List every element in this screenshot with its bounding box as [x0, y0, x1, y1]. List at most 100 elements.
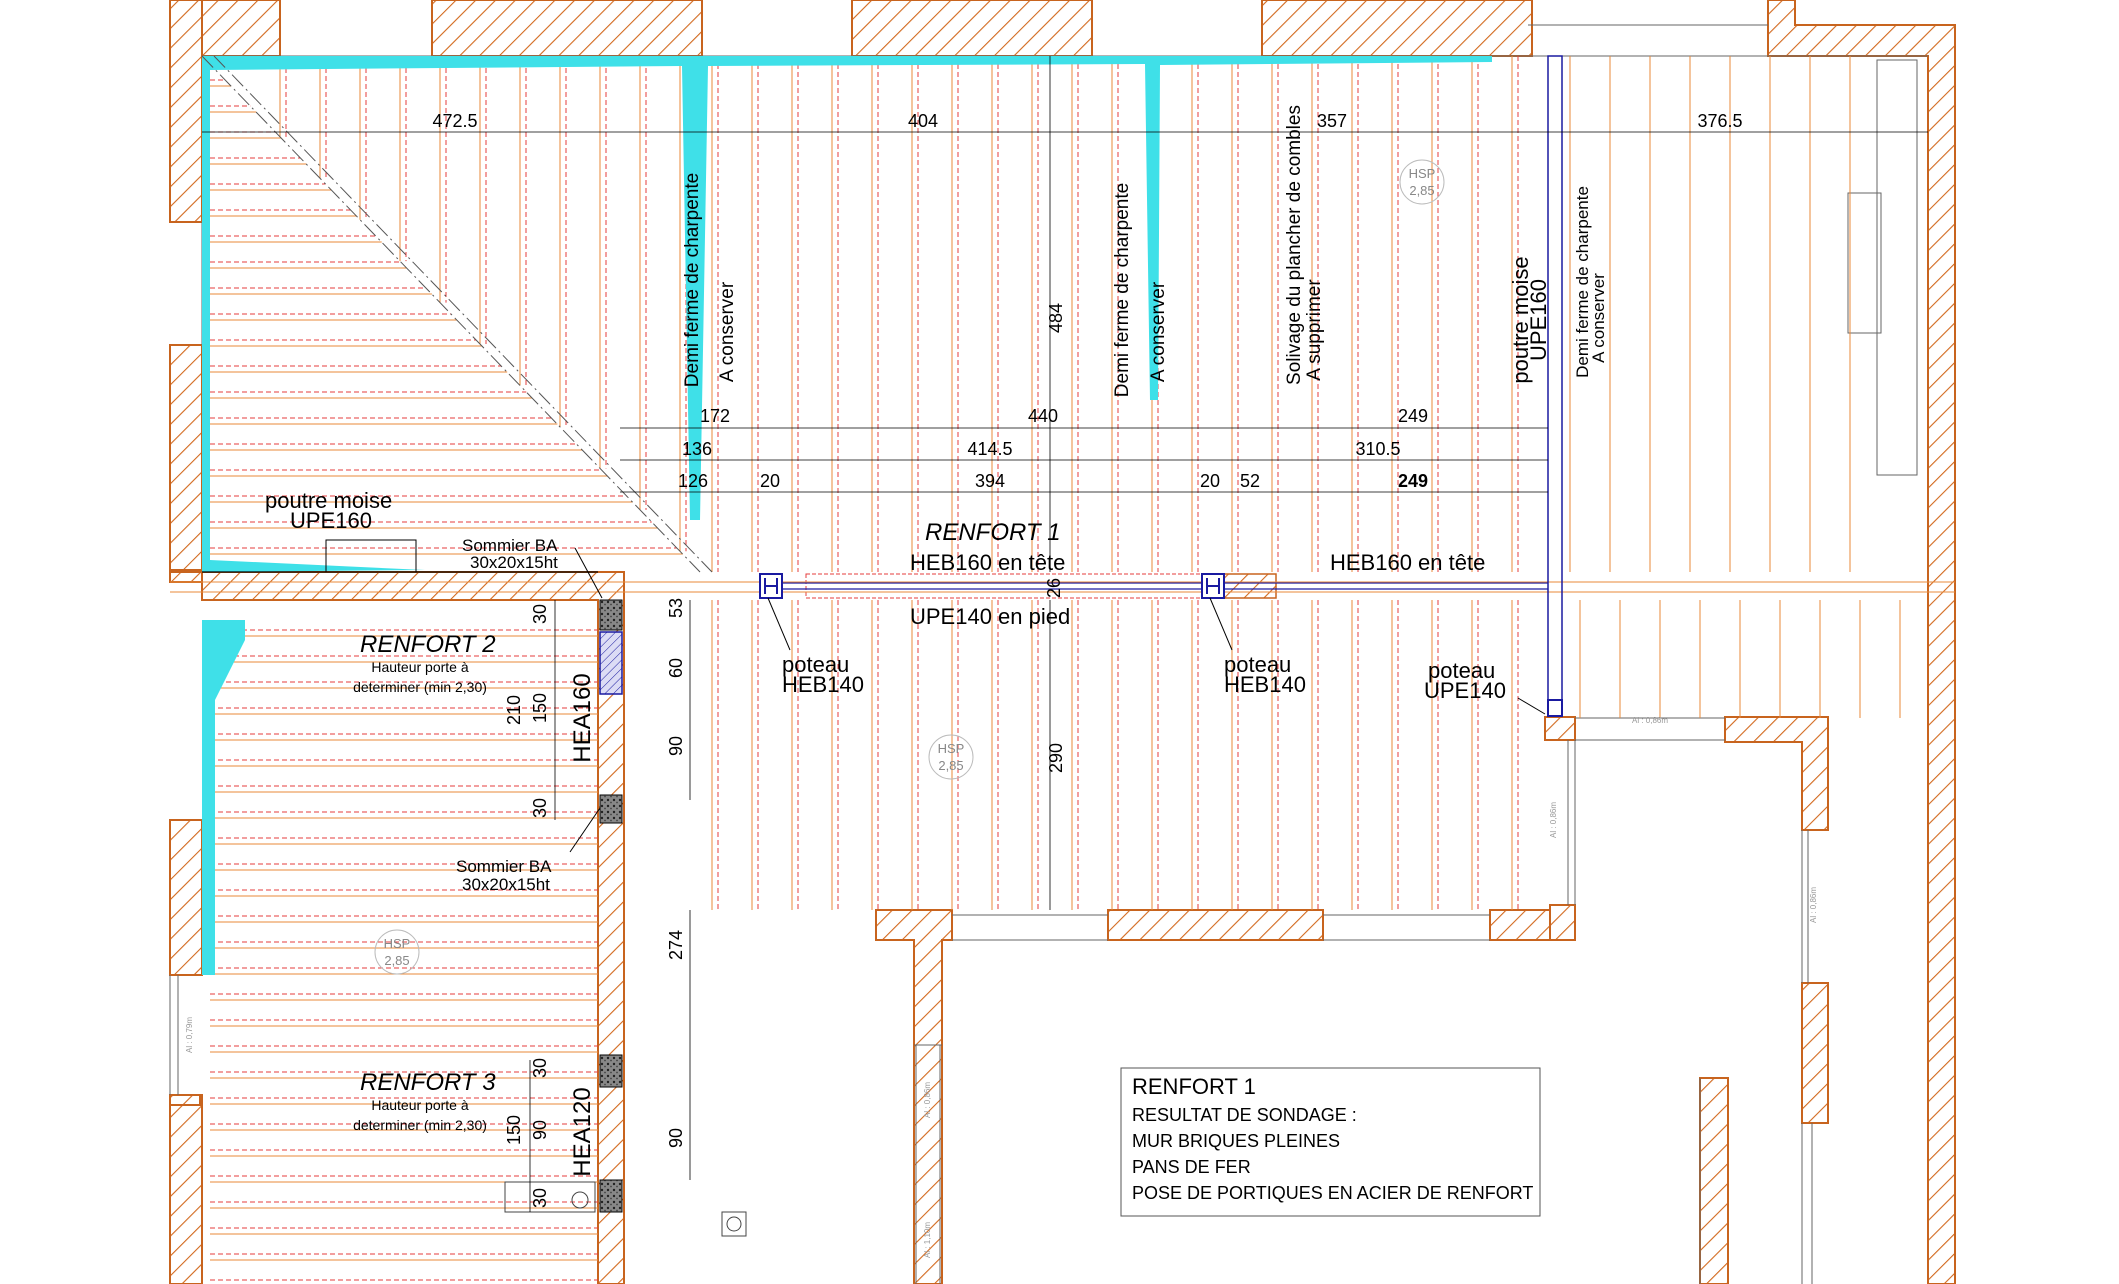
joists-note-l1: Solivage du plancher de combles: [1284, 105, 1305, 385]
r3-dim-90: 90: [530, 1120, 550, 1140]
wall-right-room-2: [1801, 982, 1829, 1124]
dim-r2a: 136: [682, 439, 712, 459]
notes-line-1: RESULTAT DE SONDAGE :: [1132, 1105, 1357, 1125]
renfort2-sub1: Hauteur porte à: [371, 659, 468, 675]
notes-line-4: POSE DE PORTIQUES EN ACIER DE RENFORT: [1132, 1183, 1533, 1203]
truss1-note-l1: Demi ferme de charpente: [682, 173, 703, 387]
truss2-note-l2: A conserver: [1148, 281, 1169, 382]
flashing: [202, 56, 1492, 975]
wall-left-4: [169, 819, 203, 976]
dim-r3e: 52: [1240, 471, 1260, 491]
r3-dim-150: 150: [504, 1115, 524, 1145]
dim-r3a: 126: [678, 471, 708, 491]
room-outlines: [169, 24, 1928, 1284]
hip-rafter: [201, 55, 713, 573]
renfort2-label: RENFORT 2: [360, 631, 496, 658]
wall-top-4: [1261, 0, 1533, 57]
sommier1-size: 30x20x15ht: [470, 553, 558, 572]
al-dim-2: Al : 0,86m: [1549, 802, 1558, 838]
wall-right-low: [1549, 904, 1576, 941]
notes-line-2: MUR BRIQUES PLEINES: [1132, 1131, 1340, 1151]
hea120-column: [599, 1054, 623, 1088]
wall-mid-left: [201, 571, 625, 1284]
poteau2-type: HEB140: [1224, 672, 1306, 697]
truss2-note-l1: Demi ferme de charpente: [1112, 183, 1133, 397]
notes-line-3: PANS DE FER: [1132, 1157, 1251, 1177]
sommier1-label: Sommier BA: [462, 536, 558, 555]
joists-note-l2: A supprimer: [1304, 279, 1325, 381]
hsp-marker-2: HSP 2,85: [928, 734, 974, 780]
heb160-label-2: HEB160 en tête: [1330, 550, 1485, 575]
hsp-marker-1: HSP 2,85: [1399, 159, 1445, 205]
svg-text:2,85: 2,85: [384, 953, 409, 968]
dim-r1b: 440: [1028, 406, 1058, 426]
dim-r2c: 310.5: [1355, 439, 1400, 459]
poutre-moise-label: poutre moise: [265, 488, 392, 513]
r2-dim-210: 210: [504, 695, 524, 725]
top-dim-1: 472.5: [432, 111, 477, 131]
svg-text:HSP: HSP: [1409, 166, 1436, 181]
top-dim-3: 357: [1317, 111, 1347, 131]
renfort2-sub2: determiner (min 2,30): [353, 679, 487, 695]
al-dim-4: Al : 0,79m: [185, 1017, 194, 1053]
dim-r3b: 20: [760, 471, 780, 491]
wall-left-bottom-small: [169, 1094, 201, 1106]
poteau3-type: UPE140: [1424, 678, 1506, 703]
vdim-274: 274: [666, 930, 686, 960]
top-dim-2: 404: [908, 111, 938, 131]
vdim-90b: 90: [666, 1128, 686, 1148]
sommier2-label: Sommier BA: [456, 857, 552, 876]
moise-note-l1: poutre moise: [1508, 256, 1533, 383]
poteau1-label: poteau: [782, 652, 849, 677]
dim-r3f: 249: [1398, 471, 1428, 491]
al-dim-1: Al : 0,86m: [1632, 716, 1668, 725]
heb160-label-1: HEB160 en tête: [910, 550, 1065, 575]
wall-mid-bottom-2: [1107, 909, 1324, 941]
r2-dim-30a: 30: [530, 604, 550, 624]
poteau-upe140: [1547, 699, 1563, 717]
dim-r2b: 414.5: [967, 439, 1012, 459]
steel-members: [170, 55, 1955, 1237]
svg-text:HSP: HSP: [384, 936, 411, 951]
svg-text:HSP: HSP: [938, 741, 965, 756]
dim-r3d: 20: [1200, 471, 1220, 491]
sommier2-size: 30x20x15ht: [462, 875, 550, 894]
vdim-484: 484: [1046, 303, 1066, 333]
svg-text:2,85: 2,85: [1409, 183, 1434, 198]
truss3-note-l2: A conserver: [1589, 273, 1608, 363]
wall-right-bottom: [1699, 1077, 1729, 1284]
hea160-column: [599, 631, 623, 695]
vdim-290: 290: [1046, 743, 1066, 773]
wall-left-2: [169, 344, 203, 571]
wall-mid-bottom-1: [875, 909, 953, 1284]
al-dim-3: Al : 0,86m: [1809, 887, 1818, 923]
renfort3-label: RENFORT 3: [360, 1069, 496, 1096]
r2-dim-150: 150: [530, 693, 550, 723]
truss1-note-l2: A conserver: [717, 281, 738, 382]
wall-left-5: [169, 1094, 203, 1284]
wall-top-3: [851, 0, 1093, 57]
renfort1-label: RENFORT 1: [925, 519, 1061, 546]
r3-dim-30a: 30: [530, 1058, 550, 1078]
upe140-label: UPE140 en pied: [910, 604, 1070, 629]
truss3-note-l1: Demi ferme de charpente: [1573, 186, 1592, 378]
notes-title: RENFORT 1: [1132, 1074, 1256, 1099]
wall-left-1: [169, 0, 203, 223]
poteau3-label: poteau: [1428, 658, 1495, 683]
top-dim-4: 376.5: [1697, 111, 1742, 131]
walls: [169, 0, 1956, 1284]
dim-r1a: 172: [700, 406, 730, 426]
al-dim-5: Al : 0,86m: [923, 1082, 932, 1118]
wall-left-3: [169, 571, 203, 583]
wall-right-room: [1724, 716, 1829, 831]
vdim-26: 26: [1044, 578, 1064, 598]
dimension-lines: [202, 56, 1928, 1212]
poteau2-label: poteau: [1224, 652, 1291, 677]
poteau1-type: HEB140: [782, 672, 864, 697]
renfort3-sub1: Hauteur porte à: [371, 1097, 468, 1113]
r3-dim-30b: 30: [530, 1188, 550, 1208]
sommier-ba-2: [599, 794, 623, 824]
hea120-label: HEA120: [569, 1087, 596, 1176]
wall-top-2: [431, 0, 703, 57]
